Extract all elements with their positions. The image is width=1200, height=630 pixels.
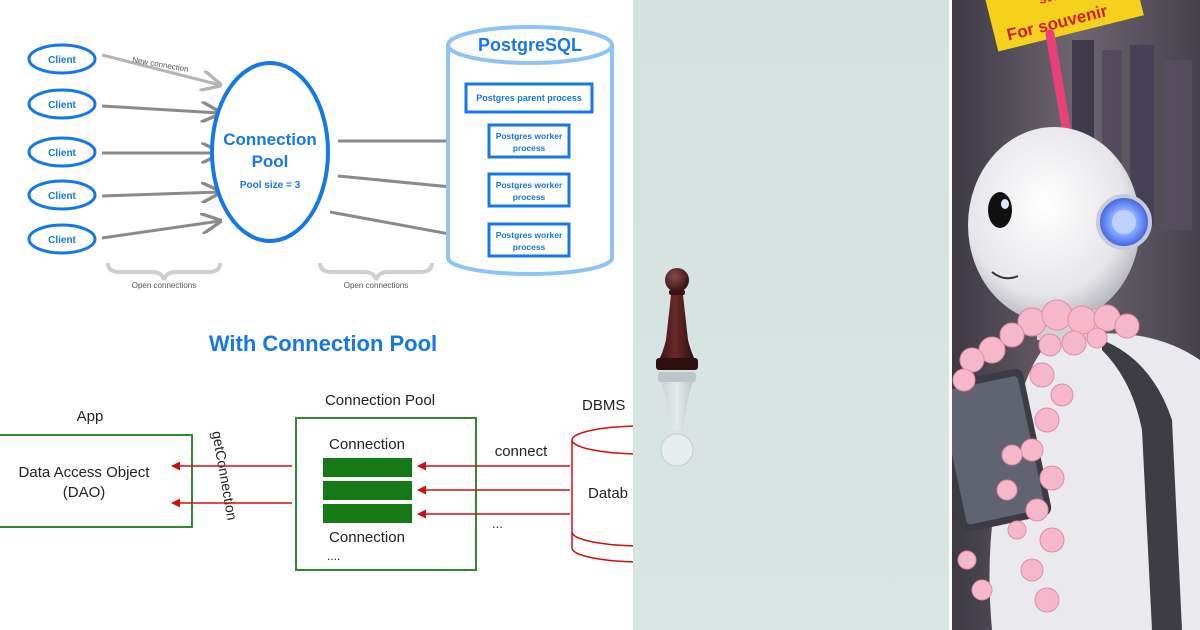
worker-process-box: Postgres worker process — [487, 123, 571, 159]
svg-text:Client: Client — [48, 235, 76, 246]
svg-text:Pool: Pool — [252, 152, 289, 171]
svg-text:Connection: Connection — [223, 130, 317, 149]
new-connection-arrow — [101, 53, 220, 85]
pawn-piece — [656, 268, 698, 370]
open-connections-label: Open connections — [344, 281, 409, 290]
database-cylinder: Datab — [571, 425, 633, 563]
robot-photo: stock For souvenir — [952, 0, 1200, 630]
svg-text:Pool size = 3: Pool size = 3 — [240, 180, 301, 191]
open-connections-label: Open connections — [132, 281, 197, 290]
svg-text:PostgreSQL: PostgreSQL — [478, 35, 582, 55]
client-node: Client — [27, 136, 97, 168]
svg-text:Connection: Connection — [329, 529, 405, 546]
connection-pool-diagram: Client Client Client Client Client New c… — [0, 25, 633, 571]
worker-process-box: Postgres worker process — [487, 222, 571, 258]
worker-process-box: Postgres worker process — [487, 172, 571, 208]
client-node: Client — [27, 43, 97, 75]
app-label: App — [77, 408, 104, 425]
open-connections-brace — [106, 262, 222, 281]
connection-slot — [323, 458, 412, 477]
svg-text:Postgres parent process: Postgres parent process — [476, 93, 582, 103]
svg-text:Client: Client — [48, 55, 76, 66]
connect-label: connect — [495, 443, 548, 460]
client-arrow — [101, 221, 220, 240]
open-connections-brace — [318, 262, 434, 281]
svg-text:Postgres worker: Postgres worker — [496, 180, 563, 190]
dao-box: Data Access Object (DAO) — [0, 434, 193, 528]
svg-text:process: process — [513, 192, 546, 202]
connection-slot — [323, 504, 412, 523]
client-node: Client — [27, 223, 97, 255]
ellipsis-label: ... — [492, 516, 503, 531]
svg-text:Datab: Datab — [588, 485, 628, 502]
svg-text:Postgres worker: Postgres worker — [496, 131, 563, 141]
svg-text:Data Access Object: Data Access Object — [19, 464, 151, 481]
robot-head — [968, 127, 1152, 323]
svg-text:(DAO): (DAO) — [63, 484, 106, 501]
connection-pool-node: Connection Pool Pool size = 3 — [210, 61, 330, 243]
svg-text:Client: Client — [48, 148, 76, 159]
svg-text:process: process — [513, 143, 546, 153]
pool-box: Connection Connection .... — [295, 417, 477, 571]
parent-process-box: Postgres parent process — [464, 82, 594, 114]
section-heading: With Connection Pool — [209, 331, 437, 356]
pool-label: Connection Pool — [325, 392, 435, 409]
pawn-photo — [633, 0, 949, 630]
svg-text:....: .... — [327, 549, 340, 563]
robot-illustration: stock For souvenir — [952, 0, 1200, 630]
get-connection-label: getConnection — [209, 430, 240, 522]
robot-tablet — [952, 368, 1052, 532]
connection-slot — [323, 481, 412, 500]
svg-text:Client: Client — [48, 100, 76, 111]
pawn-illustration — [656, 268, 698, 467]
diagram-panel: Client Client Client Client Client New c… — [0, 25, 633, 571]
client-arrow — [101, 192, 220, 196]
svg-text:Postgres worker: Postgres worker — [496, 230, 563, 240]
panel-divider — [949, 0, 952, 630]
pawn-reflection — [658, 372, 696, 467]
svg-text:process: process — [513, 242, 546, 252]
client-node: Client — [27, 179, 97, 211]
svg-text:Client: Client — [48, 191, 76, 202]
client-arrow — [101, 106, 220, 113]
client-node: Client — [27, 88, 97, 120]
dbms-label: DBMS — [582, 397, 625, 414]
flower-lei — [952, 299, 1140, 613]
svg-text:Connection: Connection — [329, 436, 405, 453]
